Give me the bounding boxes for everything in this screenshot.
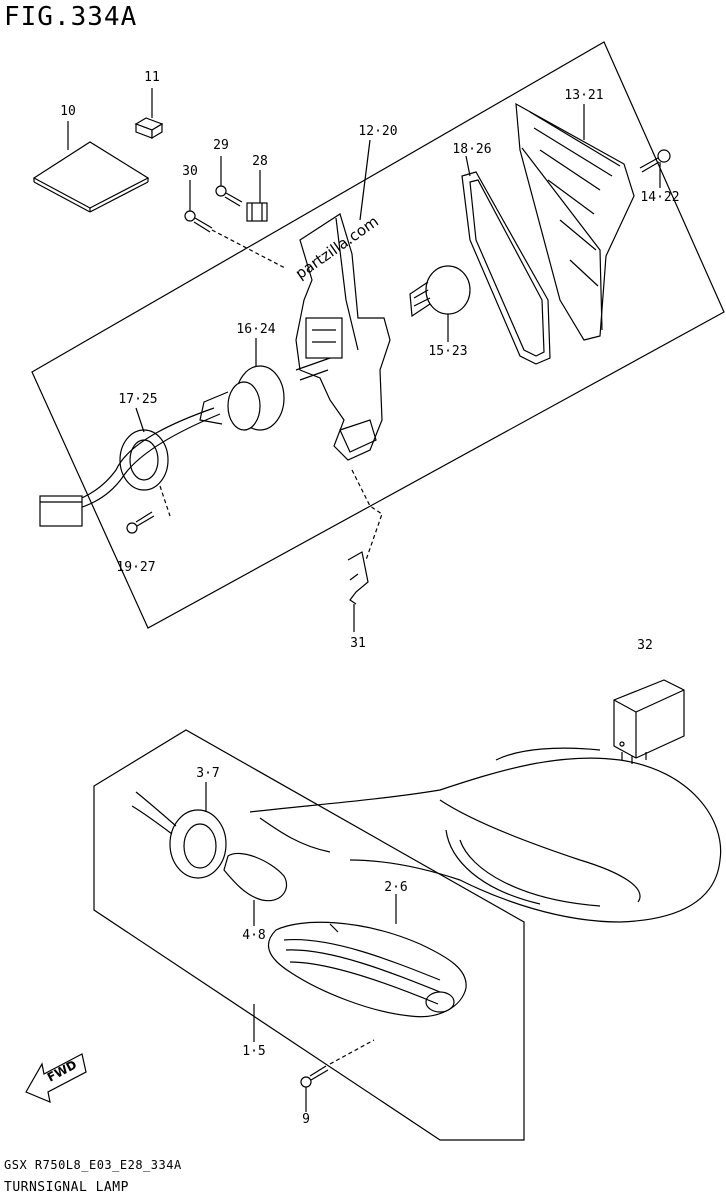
callout-12-20: 12·20 (358, 124, 398, 139)
forward-arrow-icon: FWD (25, 1053, 87, 1103)
clip-part-31 (347, 469, 383, 632)
screw-part-9 (300, 1039, 375, 1112)
grommet-wiring-part-17-25 (39, 407, 221, 527)
callout-9: 9 (302, 1112, 310, 1127)
clip-part-11 (134, 88, 164, 140)
callout-32: 32 (637, 638, 653, 653)
lens-part-2-6 (267, 894, 467, 1018)
figure-title: FIG.334A (4, 2, 138, 32)
drawing-code: GSX R750L8_E03_E28_334A (4, 1158, 182, 1172)
callout-11: 11 (144, 70, 160, 85)
callout-2-6: 2·6 (384, 880, 408, 895)
lens-part-13-21 (515, 102, 635, 341)
bulb-part-15-23 (409, 265, 471, 342)
pad-part-10 (32, 121, 150, 213)
callout-13-21: 13·21 (564, 88, 604, 103)
callout-15-23: 15·23 (428, 344, 468, 359)
callout-19-27: 19·27 (116, 560, 156, 575)
screw-part-14-22 (639, 149, 671, 188)
socket-part-3-7 (131, 782, 227, 879)
screw-part-29 (215, 156, 243, 207)
callout-10: 10 (60, 104, 76, 119)
socket-part-16-24 (199, 338, 285, 431)
diagram-title: TURNSIGNAL LAMP (4, 1180, 129, 1195)
callout-28: 28 (252, 154, 268, 169)
screw-part-30 (184, 180, 286, 269)
front-turn-signal-assembly-box (93, 729, 525, 1141)
nut-clip-part-28 (246, 170, 268, 222)
callout-18-26: 18·26 (452, 142, 492, 157)
callout-17-25: 17·25 (118, 392, 158, 407)
callout-1-5: 1·5 (242, 1044, 266, 1059)
relay-part-32 (613, 679, 685, 764)
callout-29: 29 (213, 138, 229, 153)
callout-16-24: 16·24 (236, 322, 276, 337)
callout-3-7: 3·7 (196, 766, 220, 781)
callout-30: 30 (182, 164, 198, 179)
bulb-part-4-8 (223, 852, 288, 926)
callout-14-22: 14·22 (640, 190, 680, 205)
bracket-housing-part-12-20 (295, 139, 391, 461)
fairing-outline (249, 747, 722, 923)
callout-4-8: 4·8 (242, 928, 266, 943)
gasket-part-18-26 (461, 155, 551, 365)
screw-part-19-27 (126, 485, 171, 534)
callout-31: 31 (350, 636, 366, 651)
rear-turn-signal-assembly-box (31, 41, 725, 629)
